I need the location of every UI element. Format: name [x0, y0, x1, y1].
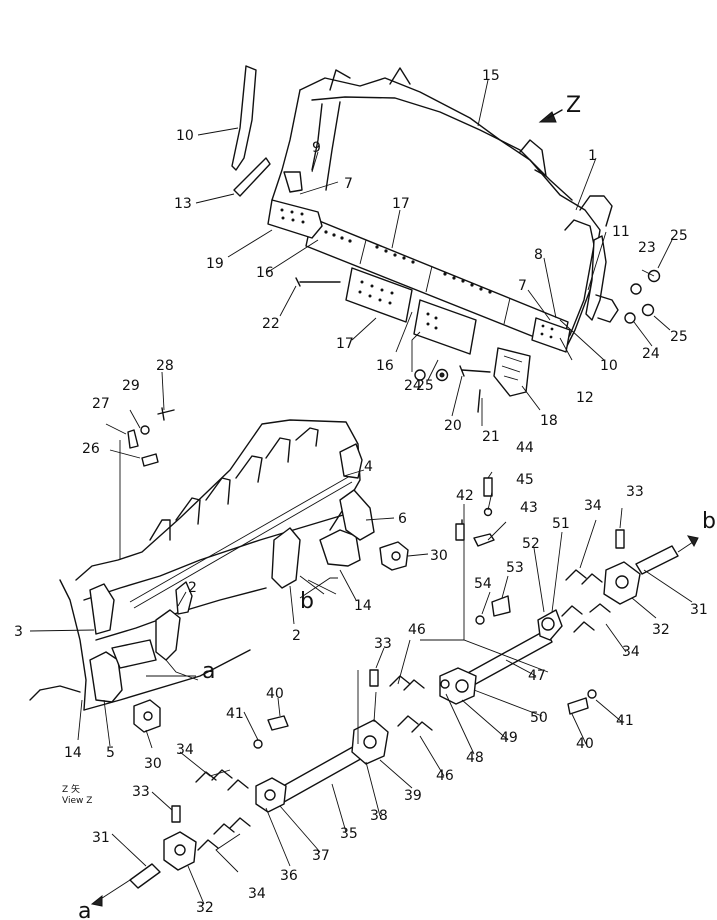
- callout-15: 15: [482, 68, 500, 84]
- callout-33c: 33: [132, 784, 150, 800]
- callout-40: 40: [266, 686, 284, 702]
- cutting-edge-holes: [324, 230, 492, 294]
- callout-37: 37: [312, 848, 330, 864]
- callout-27: 27: [92, 396, 110, 412]
- leader-lines: [29, 79, 693, 905]
- callout-31: 31: [690, 602, 708, 618]
- callout-28: 28: [156, 358, 174, 374]
- callout-22: 22: [262, 316, 280, 332]
- callout-7b: 7: [518, 278, 527, 294]
- frame-fasteners: [127, 407, 409, 733]
- frame-assembly: [29, 419, 375, 711]
- callout-34: 34: [584, 498, 602, 514]
- callout-3: 3: [14, 624, 23, 640]
- callout-33: 33: [626, 484, 644, 500]
- callout-16b: 16: [376, 358, 394, 374]
- callout-47: 47: [528, 668, 546, 684]
- callout-19: 19: [206, 256, 224, 272]
- callout-44: 44: [516, 440, 534, 456]
- callout-31b: 31: [92, 830, 110, 846]
- view-z-marker: Z: [566, 93, 581, 118]
- callout-26: 26: [82, 441, 100, 457]
- callout-14: 14: [354, 598, 372, 614]
- callout-20: 20: [444, 418, 462, 434]
- callout-8: 8: [534, 247, 543, 263]
- callout-10: 10: [176, 128, 194, 144]
- callout-49: 49: [500, 730, 518, 746]
- callout-4: 4: [364, 459, 373, 475]
- callout-25c: 25: [670, 329, 688, 345]
- reference-arrows: [90, 535, 699, 907]
- ref-b-label-frame: b: [300, 589, 314, 614]
- callout-40b: 40: [576, 736, 594, 752]
- callout-35: 35: [340, 826, 358, 842]
- callout-labels: 1 2 2 3 4 5 6 7 7 8 9 10 10 11 12 13 14 …: [14, 68, 716, 920]
- callout-16: 16: [256, 265, 274, 281]
- ref-a-label-bottom: a: [78, 899, 91, 920]
- callout-30: 30: [430, 548, 448, 564]
- callout-50: 50: [530, 710, 548, 726]
- callout-53: 53: [506, 560, 524, 576]
- callout-17: 17: [392, 196, 410, 212]
- view-caption-line2: View Z: [62, 796, 92, 806]
- callout-25: 25: [416, 378, 434, 394]
- callout-32b: 32: [196, 900, 214, 916]
- callout-48: 48: [466, 750, 484, 766]
- callout-33b: 33: [374, 636, 392, 652]
- callout-32: 32: [652, 622, 670, 638]
- callout-2b: 2: [292, 628, 301, 644]
- callout-34b: 34: [622, 644, 640, 660]
- callout-10b: 10: [600, 358, 618, 374]
- callout-46b: 46: [436, 768, 454, 784]
- callout-36: 36: [280, 868, 298, 884]
- callout-23: 23: [638, 240, 656, 256]
- callout-30b: 30: [144, 756, 162, 772]
- ref-b-label-right: b: [702, 509, 716, 534]
- callout-13: 13: [174, 196, 192, 212]
- callout-25b: 25: [670, 228, 688, 244]
- callout-42: 42: [456, 488, 474, 504]
- callout-9: 9: [312, 140, 321, 156]
- callout-41: 41: [226, 706, 244, 722]
- callout-12: 12: [576, 390, 594, 406]
- callout-1: 1: [588, 148, 597, 164]
- callout-51: 51: [552, 516, 570, 532]
- callout-24b: 24: [642, 346, 660, 362]
- callout-14b: 14: [64, 745, 82, 761]
- view-caption-line1: Z 矢: [62, 783, 80, 795]
- callout-17b: 17: [336, 336, 354, 352]
- callout-6: 6: [398, 511, 407, 527]
- callout-29: 29: [122, 378, 140, 394]
- callout-2: 2: [188, 580, 197, 596]
- callout-43: 43: [520, 500, 538, 516]
- callout-5: 5: [106, 745, 115, 761]
- callout-39: 39: [404, 788, 422, 804]
- callout-38: 38: [370, 808, 388, 824]
- callout-11: 11: [612, 224, 630, 240]
- axle-left: [129, 669, 389, 889]
- blade-assembly: [231, 65, 661, 413]
- callout-54: 54: [474, 576, 492, 592]
- callout-21: 21: [482, 429, 500, 445]
- callout-52: 52: [522, 536, 540, 552]
- callout-24: 24: [404, 378, 422, 394]
- callout-18: 18: [540, 413, 558, 429]
- axle-right: [389, 477, 679, 733]
- ref-a-label-frame: a: [202, 659, 215, 684]
- callout-45: 45: [516, 472, 534, 488]
- callout-34c: 34: [176, 742, 194, 758]
- callout-46: 46: [408, 622, 426, 638]
- callout-7: 7: [344, 176, 353, 192]
- callout-41b: 41: [616, 713, 634, 729]
- callout-34d: 34: [248, 886, 266, 902]
